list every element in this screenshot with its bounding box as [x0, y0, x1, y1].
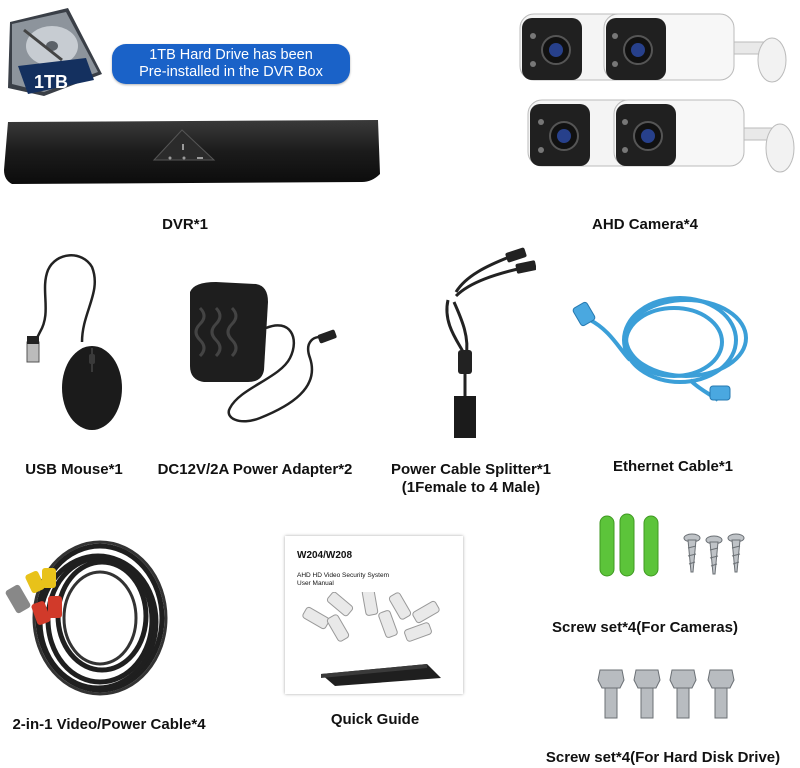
power-splitter-image [445, 247, 536, 438]
caption-quick-guide: Quick Guide [330, 711, 420, 728]
manual-model: W204/W208 [297, 550, 353, 561]
dvr-image [4, 120, 380, 184]
manual-subtitle-line1: AHD HD Video Security System [297, 572, 389, 579]
camera-screws-image [599, 513, 745, 577]
camera-image-1 [519, 13, 631, 81]
usb-mouse-image [26, 254, 122, 430]
manual-subtitle: AHD HD Video Security System User Manual [297, 572, 389, 588]
camera-image-3 [527, 99, 639, 167]
caption-video-power-cable: 2-in-1 Video/Power Cable*4 [12, 716, 206, 733]
power-adapter-image [190, 282, 337, 423]
manual-subtitle-line2: User Manual [297, 580, 334, 587]
caption-dvr: DVR*1 [162, 216, 208, 233]
badge-line2: Pre-installed in the DVR Box [139, 64, 323, 80]
caption-ethernet-cable: Ethernet Cable*1 [612, 458, 734, 475]
badge-line1: 1TB Hard Drive has been [149, 47, 313, 63]
ethernet-cable-image [572, 296, 748, 402]
caption-hdd-screws: Screw set*4(For Hard Disk Drive) [545, 749, 781, 766]
hdd-notice-badge: 1TB Hard Drive has been Pre-installed in… [112, 44, 350, 84]
caption-camera-screws: Screw set*4(For Cameras) [552, 619, 738, 636]
camera-image-2 [603, 13, 787, 83]
caption-usb-mouse: USB Mouse*1 [25, 461, 123, 478]
hdd-label: 1TB [34, 72, 68, 92]
camera-image-4 [613, 99, 795, 173]
caption-power-splitter-line1: Power Cable Splitter*1 [390, 461, 552, 478]
caption-power-adapter: DC12V/2A Power Adapter*2 [157, 461, 353, 478]
hard-drive-image: 1TB [8, 8, 102, 96]
caption-camera: AHD Camera*4 [592, 216, 698, 233]
manual-illustration [302, 592, 441, 686]
quick-guide-image: W204/W208 AHD HD Video Security System U… [285, 536, 463, 694]
video-power-cable-image [5, 540, 168, 696]
caption-power-splitter-line2: (1Female to 4 Male) [401, 479, 541, 496]
hdd-screws-image [597, 669, 735, 719]
